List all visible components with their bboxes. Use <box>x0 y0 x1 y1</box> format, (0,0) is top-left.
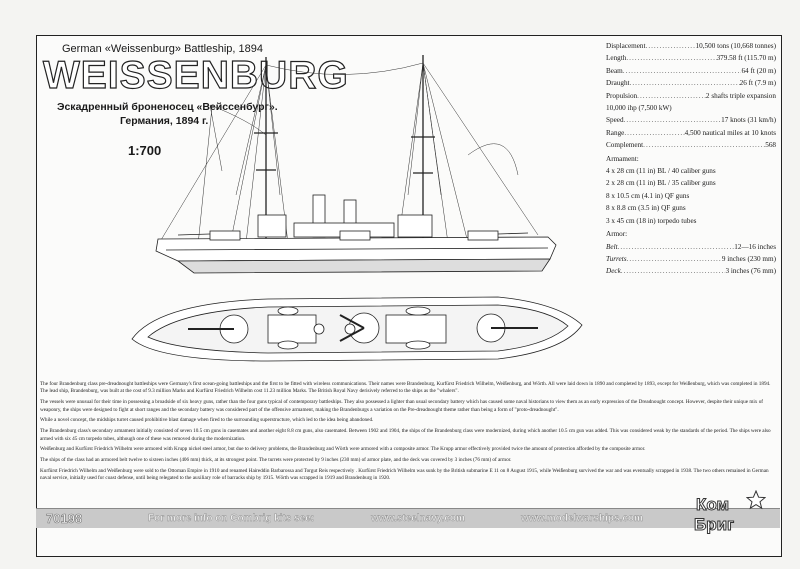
history-paragraph: Weißenburg and Kurfürst Friedrich Wilhel… <box>40 446 646 453</box>
side-profile <box>155 194 557 274</box>
specifications-panel: Displacement10,500 tons (10,668 tonnes) … <box>606 40 776 278</box>
spec-deck-label: Deck <box>606 267 621 276</box>
ship-drawings <box>131 55 583 362</box>
top-view <box>131 296 583 362</box>
spec-turrets-value: 9 inches (230 mm) <box>721 254 776 263</box>
spec-complement-label: Complement <box>606 141 644 150</box>
spec-range-label: Range <box>606 128 625 137</box>
russian-subtitle: Германия, 1894 г. <box>120 115 209 127</box>
spec-propulsion-value: 2 shafts triple expansion <box>705 91 776 100</box>
spec-armament-item: 3 x 45 cm (18 in) torpedo tubes <box>606 216 697 225</box>
spec-power: 10,000 ihp (7,500 kW) <box>606 104 672 113</box>
spec-displacement-label: Displacement <box>606 42 646 50</box>
history-paragraph: The Brandenburg class's secondary armame… <box>40 428 771 442</box>
history-paragraph: The ships of the class had an armored be… <box>40 457 512 464</box>
history-paragraph: The vessels were unusual for their time … <box>40 399 764 413</box>
spec-armor-heading: Armor: <box>606 230 628 239</box>
spec-propulsion-label: Propulsion <box>606 91 638 100</box>
sheet-title: German «Weissenburg» Battleship, 1894 <box>62 43 263 55</box>
history-paragraph: The four Brandenburg class pre-dreadnoug… <box>40 381 771 395</box>
spec-draught-value: 26 ft (7.9 m) <box>739 79 776 88</box>
footer-band: 70198 For more info on Combrig kits see:… <box>36 508 780 528</box>
logo-line-1: Ком <box>695 495 730 515</box>
spec-armament-item: 2 x 28 cm (11 in) BL / 35 caliber guns <box>606 179 716 188</box>
spec-armament-heading: Armament: <box>606 154 639 163</box>
logo-line-2: Бриг <box>693 515 735 535</box>
spec-speed-label: Speed <box>606 116 624 125</box>
spec-armament-item: 8 x 10.5 cm (4.1 in) QF guns <box>606 191 690 200</box>
spec-complement-value: 568 <box>765 141 776 150</box>
modelwarships-link[interactable]: www.modelwarships.com <box>521 513 643 524</box>
history-text: The four Brandenburg class pre-dreadnoug… <box>40 381 778 486</box>
spec-belt-label: Belt <box>606 242 618 251</box>
spec-belt-value: 12—16 inches <box>734 242 776 251</box>
history-paragraph: While a novel concept, the midships turr… <box>40 417 374 424</box>
mast-main <box>411 55 435 245</box>
history-paragraph: Kurfürst Friedrich Wilhelm and Weißenbur… <box>40 468 769 482</box>
steelnavy-link[interactable]: www.steelnavy.com <box>371 513 465 524</box>
spec-draught-label: Draught <box>606 79 630 88</box>
spec-range-value: 4,500 nautical miles at 10 knots <box>684 128 776 137</box>
spec-armament-item: 8 x 8.8 cm (3.5 in) QF guns <box>606 204 686 213</box>
scale-label: 1:700 <box>128 143 162 158</box>
spec-deck-value: 3 inches (76 mm) <box>725 267 776 276</box>
spec-speed-value: 17 knots (31 km/h) <box>721 116 776 125</box>
spec-length-value: 379.58 ft (115.70 m) <box>716 54 776 63</box>
more-info-text: For more info on Combrig kits see: <box>148 513 315 524</box>
spec-displacement-value: 10,500 tons (10,668 tonnes) <box>695 42 776 50</box>
combrig-logo: Ком Бриг <box>688 490 770 538</box>
spec-beam-value: 64 ft (20 m) <box>741 66 776 75</box>
spec-length-label: Length <box>606 54 627 63</box>
spec-armament-item: 4 x 28 cm (11 in) BL / 40 caliber guns <box>606 167 716 176</box>
mast-fore <box>254 57 278 245</box>
spec-beam-label: Beam <box>606 66 623 75</box>
spec-turrets-label: Turrets <box>606 254 627 263</box>
star-icon <box>746 490 766 510</box>
kit-number: 70198 <box>46 511 83 527</box>
rigging-lines <box>157 62 539 246</box>
ship-name-logo: WEISSENBURG <box>42 54 349 97</box>
